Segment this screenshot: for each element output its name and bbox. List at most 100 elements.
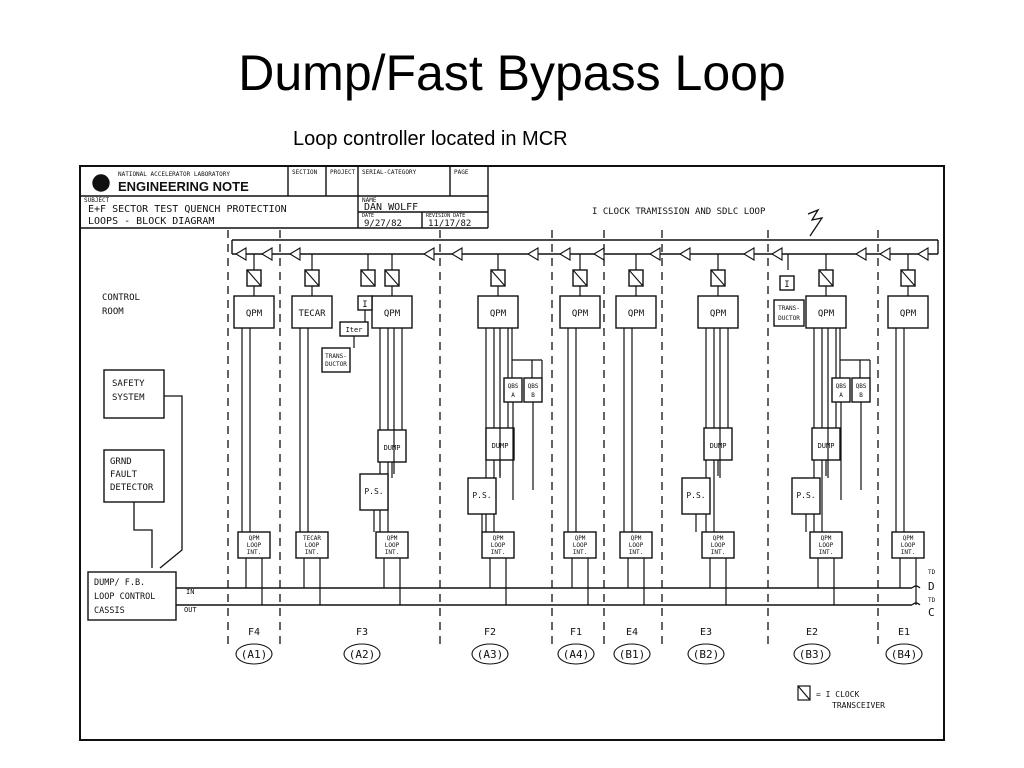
loop-repeater bbox=[558, 247, 571, 261]
loop-int-label-3: INT. bbox=[901, 549, 915, 556]
loop-repeater bbox=[422, 247, 435, 261]
loop-int-label-1: QPM bbox=[903, 535, 914, 542]
transductor-label-1: TRANS- bbox=[325, 353, 347, 360]
td-c-label: C bbox=[928, 606, 935, 619]
qpm-label: QPM bbox=[490, 309, 507, 319]
qbs-b-sub: B bbox=[859, 392, 863, 399]
tecar-loop-interface bbox=[295, 531, 329, 559]
dump-label: DUMP bbox=[710, 442, 727, 450]
loop-int-label-2: LOOP bbox=[819, 542, 834, 549]
safety-system-box bbox=[103, 369, 165, 419]
project-label: PROJECT bbox=[330, 169, 356, 176]
iter-label: Iter bbox=[346, 326, 363, 334]
loop-int-label-2: LOOP bbox=[491, 542, 506, 549]
dump-box bbox=[377, 429, 407, 463]
clock-loop-label: I CLOCK TRAMISSION AND SDLC LOOP bbox=[592, 207, 766, 217]
loop-repeater bbox=[770, 247, 783, 261]
loop-int-label-3: INT. bbox=[629, 549, 643, 556]
chassis-label-3: CASSIS bbox=[94, 606, 125, 616]
out-label: OUT bbox=[184, 606, 197, 614]
sector-alias-circle bbox=[613, 643, 651, 665]
page-label: PAGE bbox=[454, 169, 469, 176]
loop-repeater bbox=[916, 247, 929, 261]
transductor-box-e2 bbox=[773, 299, 805, 327]
loop-int-label-1: QPM bbox=[631, 535, 642, 542]
i-clock-label: I bbox=[362, 300, 367, 310]
tecar-box bbox=[291, 295, 333, 329]
transductor-box bbox=[321, 347, 351, 373]
sector-alias: (A2) bbox=[349, 648, 376, 661]
sector-alias-circle bbox=[687, 643, 725, 665]
sector-alias-circle bbox=[885, 643, 923, 665]
grnd-fault-label-3: DETECTOR bbox=[110, 483, 154, 493]
loop-control-chassis bbox=[87, 571, 177, 621]
loop-int-label-1: QPM bbox=[713, 535, 724, 542]
loop-int-label-2: LOOP bbox=[573, 542, 588, 549]
qpm-box bbox=[559, 295, 601, 329]
author-name: DAN WOLFF bbox=[364, 202, 418, 213]
sector-alias-circle bbox=[235, 643, 273, 665]
loop-int-label-2: LOOP bbox=[385, 542, 400, 549]
sector-alias: (B3) bbox=[799, 648, 826, 661]
sector-alias: (A3) bbox=[477, 648, 504, 661]
loop-int-label-1: QPM bbox=[575, 535, 586, 542]
ps-label: P.S. bbox=[472, 491, 491, 500]
loop-int-label-1: QPM bbox=[249, 535, 260, 542]
loop-int-label-1: TECAR bbox=[303, 535, 321, 542]
qpm-label: QPM bbox=[384, 309, 401, 319]
subject-line-1: E+F SECTOR TEST QUENCH PROTECTION bbox=[88, 204, 287, 215]
section-label: SECTION bbox=[292, 169, 318, 176]
sector-name: F2 bbox=[484, 627, 496, 638]
sector-name: F3 bbox=[356, 627, 368, 638]
safety-system-label-1: SAFETY bbox=[112, 379, 145, 389]
slide-title: Dump/Fast Bypass Loop bbox=[238, 45, 786, 101]
revision-value: 11/17/82 bbox=[428, 219, 471, 229]
td-d-small: TD bbox=[928, 569, 936, 576]
sector-alias: (A1) bbox=[241, 648, 268, 661]
loop-int-label-1: QPM bbox=[821, 535, 832, 542]
loop-repeater bbox=[526, 247, 539, 261]
sector-name: E2 bbox=[806, 627, 818, 638]
qpm-loop-interface bbox=[375, 531, 409, 559]
loop-repeater bbox=[260, 247, 273, 261]
loop-repeater bbox=[742, 247, 755, 261]
revision-label: REVISION DATE bbox=[426, 213, 465, 219]
engineering-note-header bbox=[80, 166, 489, 229]
svg-text:ROOM: ROOM bbox=[102, 307, 124, 317]
loop-int-label-3: INT. bbox=[711, 549, 725, 556]
sector-diagram: QPMQPMLOOPINT.TECARTECARLOOPINT.QPMQPMLO… bbox=[227, 230, 939, 665]
ps-label: P.S. bbox=[364, 487, 383, 496]
td-d-label: D bbox=[928, 580, 935, 593]
svg-text:CONTROL: CONTROL bbox=[102, 293, 140, 303]
subject-line-2: LOOPS - BLOCK DIAGRAM bbox=[88, 216, 214, 227]
qpm-loop-interface bbox=[237, 531, 271, 559]
qpm-label: QPM bbox=[710, 309, 727, 319]
transductor-label-2: DUCTOR bbox=[325, 361, 347, 368]
i-clock-label-e2: I bbox=[784, 280, 789, 290]
qpm-box bbox=[371, 295, 413, 329]
safety-to-chassis-wire bbox=[159, 395, 183, 569]
loop-repeater bbox=[878, 247, 891, 261]
qpm-box bbox=[477, 295, 519, 329]
loop-int-label-3: INT. bbox=[247, 549, 261, 556]
sector-alias: (B4) bbox=[891, 648, 918, 661]
sector-alias-circle bbox=[793, 643, 831, 665]
note-type: ENGINEERING NOTE bbox=[118, 179, 249, 194]
qbs-b-label: QBS bbox=[856, 383, 867, 390]
qpm-box bbox=[233, 295, 275, 329]
sector-alias: (B2) bbox=[693, 648, 720, 661]
qpm-box bbox=[805, 295, 847, 329]
grnd-fault-box bbox=[103, 449, 165, 503]
power-supply-box bbox=[359, 473, 389, 511]
legend-subtext: TRANSCEIVER bbox=[832, 701, 885, 710]
dump-label: DUMP bbox=[384, 444, 401, 452]
qbs-a-sub: A bbox=[511, 392, 515, 399]
qpm-label: QPM bbox=[900, 309, 917, 319]
sector-name: E4 bbox=[626, 627, 638, 638]
name-label: NAME bbox=[362, 197, 377, 204]
loop-int-label-3: INT. bbox=[573, 549, 587, 556]
loop-repeater bbox=[648, 247, 661, 261]
sector-name: E1 bbox=[898, 627, 910, 638]
ps-label: P.S. bbox=[796, 491, 815, 500]
power-supply-box bbox=[791, 477, 821, 515]
